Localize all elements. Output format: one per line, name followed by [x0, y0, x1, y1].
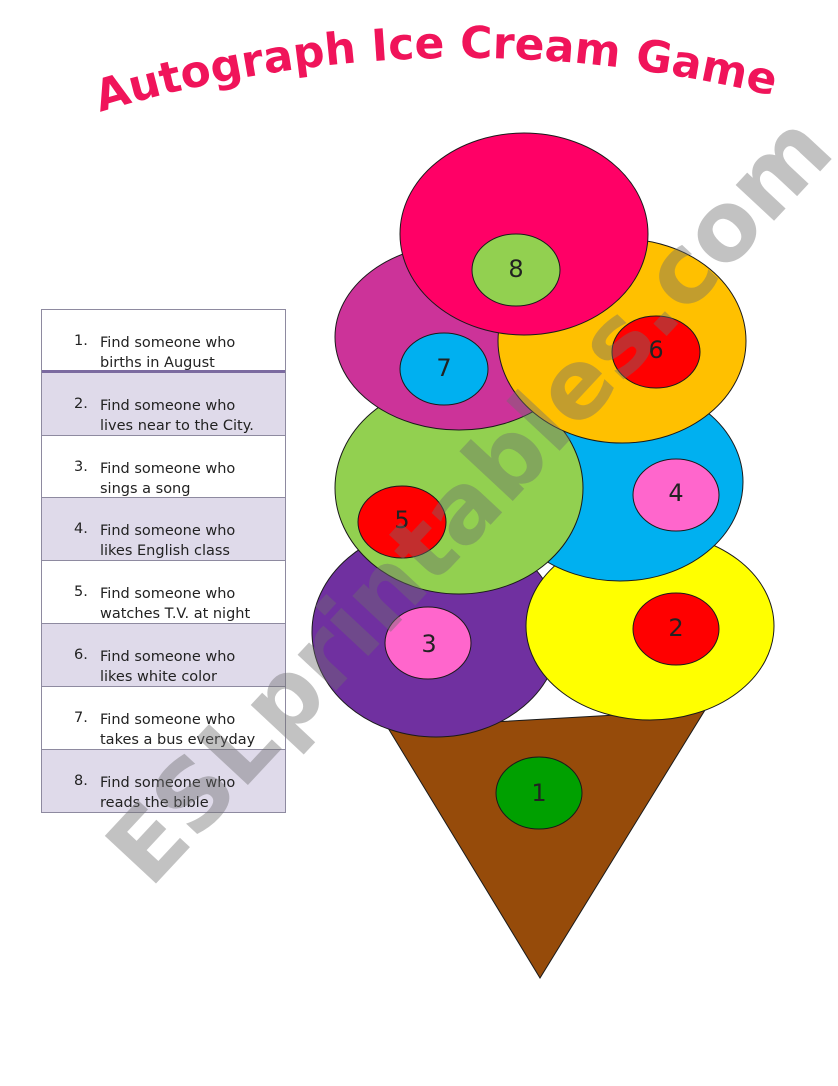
badge-1-label: 1 — [531, 779, 546, 807]
title-banner: Autograph Ice Cream Game — [89, 18, 782, 123]
cone-shape — [387, 709, 706, 979]
badge-6-label: 6 — [648, 336, 663, 364]
badge-2-label: 2 — [668, 614, 683, 642]
badge-2[interactable] — [632, 592, 720, 666]
task-number: 6. — [74, 646, 88, 663]
badge-5[interactable] — [357, 485, 447, 559]
task-number: 5. — [74, 584, 88, 601]
badge-4-label: 4 — [668, 479, 683, 507]
cone: 1 — [387, 709, 706, 979]
badge-3-label: 3 — [421, 630, 436, 658]
task-number: 4. — [74, 521, 88, 538]
task-number: 8. — [74, 772, 88, 789]
badge-4[interactable] — [632, 458, 720, 532]
badge-8[interactable] — [471, 233, 561, 307]
badge-5-label: 5 — [394, 506, 409, 534]
scoop-8: 8 — [399, 132, 649, 336]
badge-3[interactable] — [384, 606, 472, 680]
task-number: 2. — [74, 395, 88, 412]
task-number: 7. — [74, 709, 88, 726]
badge-8-label: 8 — [508, 255, 523, 283]
task-number: 1. — [74, 333, 88, 349]
scoop-2: 2 — [525, 531, 775, 721]
badge-7[interactable] — [399, 332, 489, 406]
badge-7-label: 7 — [436, 354, 451, 382]
scoop-8-shape — [399, 132, 649, 336]
scoop-5: 5 — [334, 381, 584, 595]
badge-6[interactable] — [611, 315, 701, 389]
badge-1[interactable] — [495, 756, 583, 830]
task-number: 3. — [74, 458, 88, 475]
